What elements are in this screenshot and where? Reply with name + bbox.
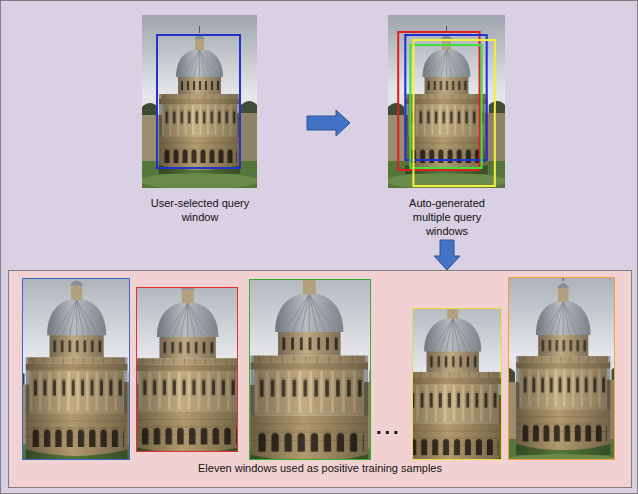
- crop-photo: [379, 277, 525, 487]
- query-window: [410, 45, 481, 168]
- caption-text: Auto-generated multiple query windows: [401, 196, 493, 238]
- crop-border: [23, 279, 130, 460]
- query-window: [405, 35, 486, 160]
- building-photo: [388, 15, 505, 188]
- ellipsis-mark: ...: [376, 416, 402, 439]
- crop-photo: [109, 270, 266, 477]
- block-arrow: [434, 240, 460, 270]
- crop-border: [250, 280, 371, 460]
- training-panel: Eleven windows used as positive training…: [8, 270, 632, 488]
- query-photo: [388, 15, 505, 188]
- query-window: [413, 40, 494, 186]
- caption-text: Eleven windows used as positive training…: [20, 461, 620, 475]
- crop-border: [509, 278, 615, 460]
- query-window: [157, 35, 240, 168]
- crop-border: [413, 309, 502, 460]
- caption-text: User-selected query window: [138, 196, 262, 224]
- query-image: User-selected query window: [95, 15, 305, 224]
- crop-photo: [493, 270, 632, 474]
- block-arrow: [307, 110, 350, 136]
- crop-border: [137, 288, 238, 452]
- crop-photo: [8, 270, 151, 481]
- crop-photo: [221, 270, 395, 488]
- training-crops: [8, 270, 632, 488]
- building-photo: [142, 15, 257, 188]
- query-image: Auto-generated multiple query windows: [352, 15, 542, 238]
- query-photo: [142, 15, 257, 188]
